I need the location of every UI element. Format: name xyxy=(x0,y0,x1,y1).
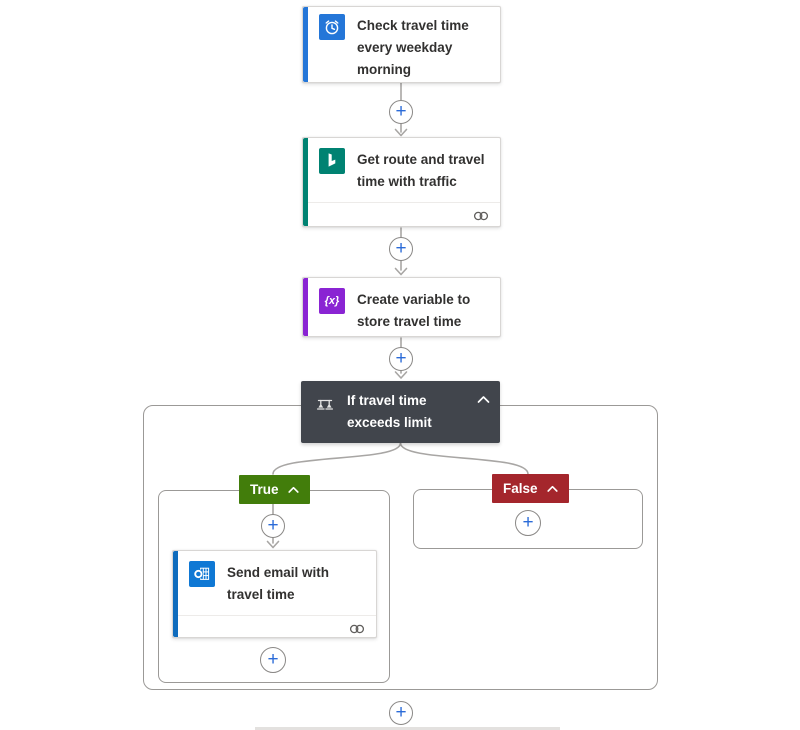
action-card-get-route[interactable]: Get route and travel time with traffic xyxy=(302,137,501,227)
variable-icon: {x} xyxy=(319,288,345,314)
chevron-up-icon[interactable] xyxy=(477,395,490,404)
trigger-card-check-travel-time[interactable]: Check travel time every weekday morning xyxy=(302,6,501,83)
variable-glyph: {x} xyxy=(324,295,340,307)
false-branch-badge[interactable]: False xyxy=(492,474,569,503)
card-title: Get route and travel time with traffic xyxy=(357,152,485,189)
card-accent xyxy=(173,551,178,637)
action-card-create-variable[interactable]: {x} Create variable to store travel time xyxy=(302,277,501,337)
true-branch-badge[interactable]: True xyxy=(239,475,310,504)
next-card-top-edge xyxy=(255,727,560,730)
insert-step-button-false-branch[interactable]: + xyxy=(515,510,541,536)
card-accent xyxy=(303,278,308,336)
card-title: Check travel time every weekday morning xyxy=(357,18,469,77)
card-footer xyxy=(308,202,500,228)
insert-step-button-after-email[interactable]: + xyxy=(260,647,286,673)
card-title: Send email with travel time xyxy=(227,565,330,602)
connector-condition-to-false-branch xyxy=(399,442,529,475)
recurrence-clock-icon xyxy=(319,14,345,40)
condition-title: If travel time exceeds limit xyxy=(347,393,432,430)
insert-step-button-true-branch[interactable]: + xyxy=(261,514,285,538)
insert-step-button-after-condition[interactable]: + xyxy=(389,701,413,725)
outlook-icon xyxy=(189,561,215,587)
true-branch-label: True xyxy=(250,482,279,497)
condition-balance-icon xyxy=(315,396,335,419)
false-branch-label: False xyxy=(503,481,538,496)
card-accent xyxy=(303,7,308,82)
chevron-up-icon[interactable] xyxy=(546,485,558,493)
card-title: Create variable to store travel time xyxy=(357,292,471,329)
chevron-up-icon[interactable] xyxy=(287,486,299,494)
insert-step-button[interactable]: + xyxy=(389,100,413,124)
connection-icon[interactable] xyxy=(348,622,366,636)
bing-maps-icon xyxy=(319,148,345,174)
connector-condition-to-true-branch xyxy=(272,442,402,475)
card-accent xyxy=(303,138,308,226)
insert-step-button[interactable]: + xyxy=(389,347,413,371)
connection-icon[interactable] xyxy=(472,209,490,223)
condition-card[interactable]: If travel time exceeds limit xyxy=(301,381,500,443)
action-card-send-email[interactable]: Send email with travel time xyxy=(172,550,377,638)
insert-step-button[interactable]: + xyxy=(389,237,413,261)
card-footer xyxy=(178,615,376,641)
